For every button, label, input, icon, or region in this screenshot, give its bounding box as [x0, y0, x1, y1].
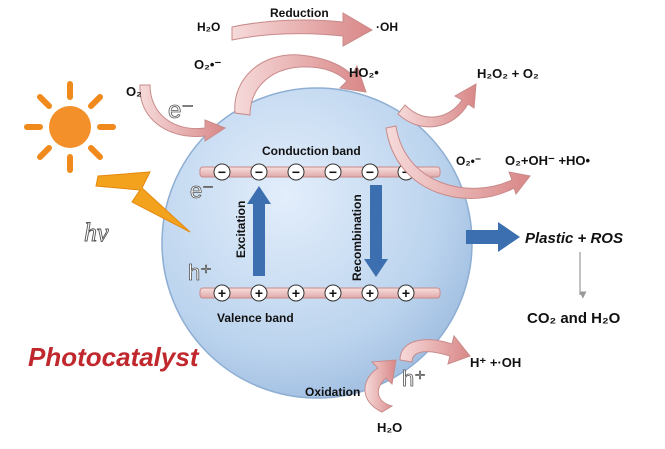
electron-carrier-sign-5: − — [366, 164, 374, 180]
hole-carrier-2 — [250, 284, 268, 302]
electron-carrier-3 — [287, 163, 305, 181]
hole-outside-symbol: h⁺ — [402, 366, 426, 391]
h2o2-formation-arrow — [397, 83, 477, 128]
recombination-label: Recombination — [350, 194, 364, 281]
sun-icon — [24, 81, 116, 173]
electron-transfer-arrow — [234, 54, 367, 116]
lightning-icon — [95, 171, 191, 233]
superoxide-label: O₂•⁻ — [194, 57, 221, 72]
water-oxidation-arrow — [364, 359, 397, 413]
hole-carrier-sign-2: + — [255, 285, 263, 301]
h2o-bottom-label: H₂O — [377, 420, 402, 435]
hv-label: hv — [84, 218, 109, 247]
hole-carrier-sign-4: + — [329, 285, 337, 301]
photocatalyst-title: Photocatalyst — [28, 342, 200, 372]
electron-carrier-5 — [361, 163, 379, 181]
reduction-label: Reduction — [270, 6, 329, 20]
hole-carrier-sign-6: + — [402, 285, 410, 301]
h-oh-label: H⁺ +·OH — [470, 355, 521, 370]
valence-band-label: Valence band — [217, 311, 294, 325]
degradation-arrow — [466, 222, 520, 252]
electron-carrier-sign-2: − — [255, 164, 263, 180]
oh-radical-label: ·OH — [376, 20, 398, 34]
hole-carrier-sign-3: + — [292, 285, 300, 301]
excitation-label: Excitation — [234, 201, 248, 258]
electron-carrier-sign-3: − — [292, 164, 300, 180]
reduction-arrow — [231, 12, 374, 47]
electron-carrier-2 — [250, 163, 268, 181]
electron-symbol: e⁻ — [190, 178, 214, 203]
hole-carrier-6 — [397, 284, 415, 302]
co2-h2o-label: CO₂ and H₂O — [527, 310, 621, 327]
superoxide-decomposition-arrow — [385, 125, 531, 199]
hole-carrier-sign-1: + — [218, 285, 226, 301]
hole-carrier-5 — [361, 284, 379, 302]
hole-carrier-3 — [287, 284, 305, 302]
hole-carrier-4 — [324, 284, 342, 302]
hole-carrier-sign-5: + — [366, 285, 374, 301]
excitation-arrow — [247, 186, 271, 276]
hole-oxidation-arrow — [399, 334, 471, 365]
hole-symbol: h⁺ — [188, 260, 212, 285]
electron-carrier-1 — [213, 163, 231, 181]
oxidation-label: Oxidation — [305, 385, 360, 399]
hole-carrier-1 — [213, 284, 231, 302]
ho2-label: HO₂• — [349, 65, 379, 80]
o2-label: O₂ — [126, 84, 142, 99]
recombination-arrow — [364, 185, 388, 277]
electron-carrier-4 — [324, 163, 342, 181]
h2o2-o2-label: H₂O₂ + O₂ — [477, 66, 539, 81]
electron-carrier-sign-1: − — [218, 164, 226, 180]
superoxide-right-label: O₂•⁻ — [456, 154, 481, 168]
valence-band-holes: + + + + + + — [213, 284, 415, 302]
conduction-band-label: Conduction band — [262, 144, 361, 158]
electron-outside-symbol: e⁻ — [168, 97, 194, 124]
o2-reduction-arrow — [139, 84, 227, 142]
plastic-ros-label: Plastic + ROS — [525, 230, 623, 247]
products-right-label: O₂+OH⁻ +HO• — [505, 153, 591, 168]
h2o-top-label: H₂O — [197, 20, 220, 34]
electron-carrier-sign-4: − — [329, 164, 337, 180]
